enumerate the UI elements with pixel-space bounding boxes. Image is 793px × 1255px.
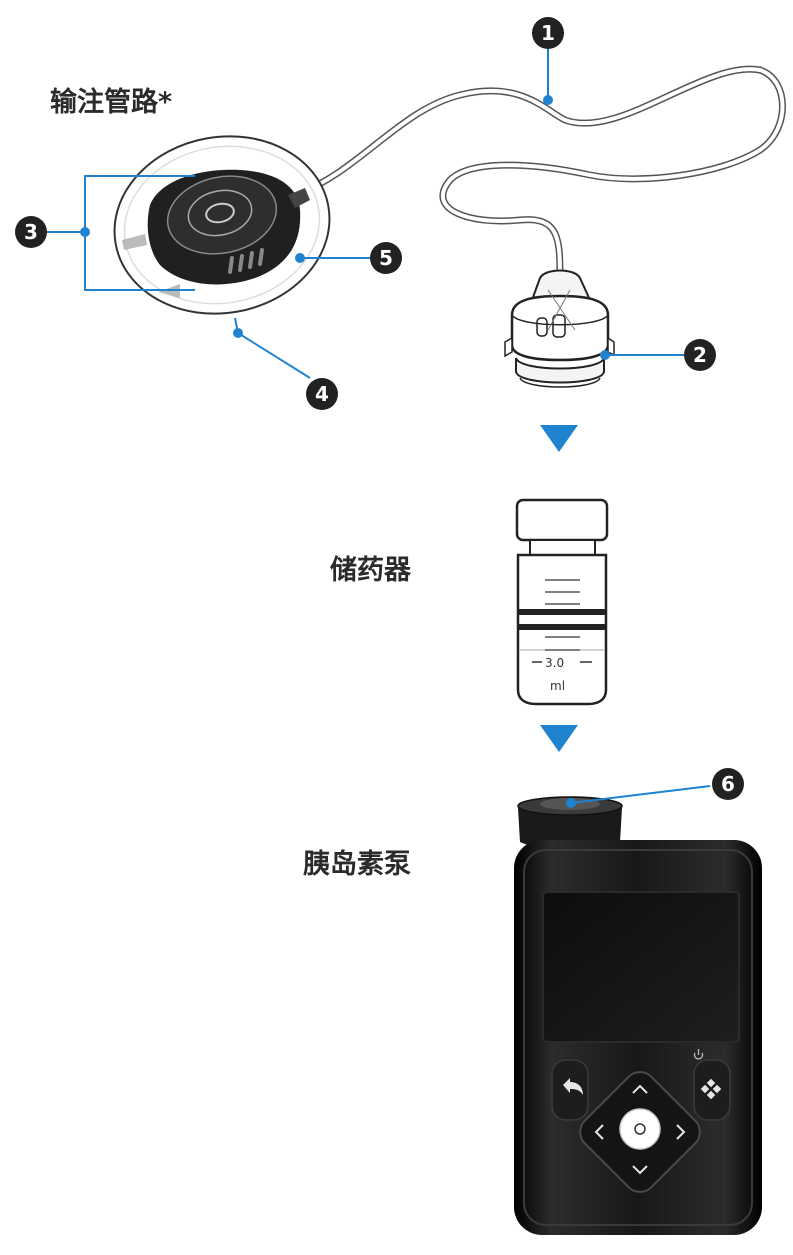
left-arrow-button[interactable] [594,1124,604,1140]
callout-badge-5: 5 [370,242,402,274]
navigation-pad [579,1071,701,1193]
diamond-menu-icon [700,1078,722,1100]
pump-screen [542,891,740,1043]
reservoir-unit-mark: ml [550,679,565,693]
left-arrow-marker-icon [122,234,147,250]
callout-badge-4: 4 [306,378,338,410]
reservoir-connector [504,269,615,388]
up-arrow-button[interactable] [632,1084,648,1094]
power-icon [693,1049,704,1060]
callout-badge-3: 3 [15,216,47,248]
callout-badge-2: 2 [684,339,716,371]
svg-text:1: 1 [541,21,555,45]
menu-button[interactable] [693,1059,731,1121]
flow-arrow-icon [540,725,578,752]
reservoir: 3.0 ml [515,498,609,706]
reservoir-volume-mark: 3.0 [545,656,564,670]
insulin-pump [514,796,762,1235]
callout-badge-1: 1 [532,17,564,49]
callout-dots [80,95,610,808]
svg-text:5: 5 [379,246,393,270]
right-arrow-button[interactable] [676,1124,686,1140]
svg-text:6: 6 [721,772,735,796]
tubing [296,65,786,284]
back-arrow-icon [563,1078,583,1095]
callout-lines [45,45,711,804]
callout-badge-6: 6 [712,768,744,800]
infusion-site-connector [147,169,310,285]
back-button[interactable] [551,1059,589,1121]
reservoir-label: 储药器 [330,555,411,586]
svg-text:2: 2 [693,343,707,367]
select-button[interactable] [619,1108,661,1150]
infusion-set-label: 输注管路* [50,87,173,118]
svg-text:3: 3 [24,220,38,244]
flow-arrow-icon [540,425,578,452]
down-arrow-button[interactable] [632,1165,648,1175]
svg-text:4: 4 [315,382,329,406]
pump-label: 胰岛素泵 [303,849,411,880]
